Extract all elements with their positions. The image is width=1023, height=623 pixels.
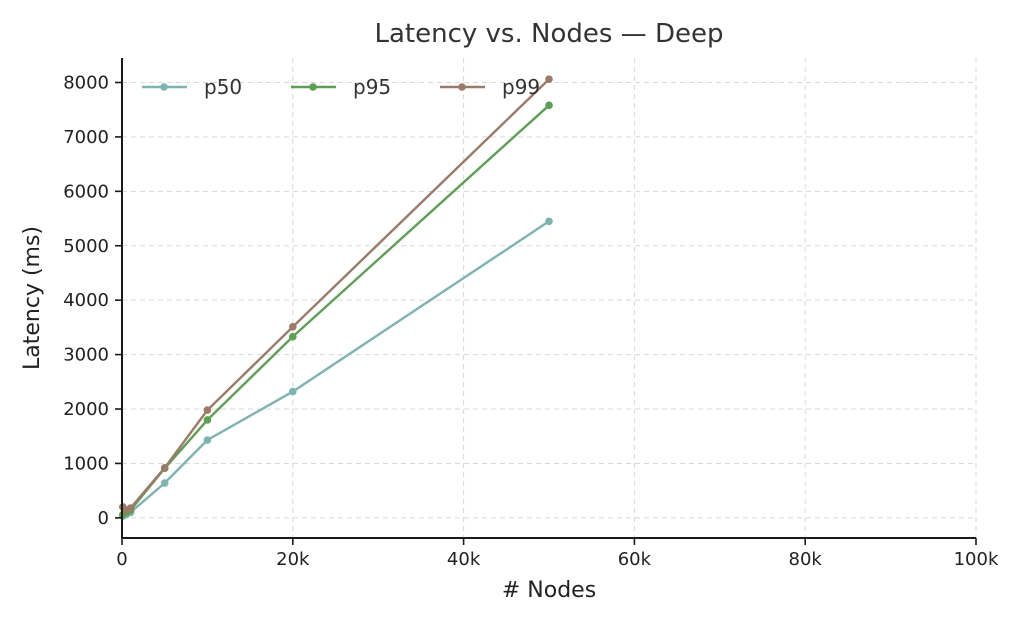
y-tick-label: 8000	[63, 72, 109, 93]
data-point-p99	[545, 75, 553, 84]
y-tick-label: 2000	[63, 399, 109, 420]
y-tick-label: 3000	[63, 345, 109, 366]
legend: p50 p95 p99	[142, 75, 540, 99]
x-tick-label: 80k	[789, 549, 823, 570]
legend-marker-p99	[458, 83, 466, 91]
data-point-p95	[203, 416, 212, 424]
data-point-p50	[160, 479, 169, 487]
axes-layer	[121, 58, 976, 539]
y-tick-label: 4000	[63, 290, 109, 311]
legend-label-p50: p50	[204, 75, 242, 99]
x-tick-label: 0	[116, 549, 127, 570]
x-tick-label: 60k	[618, 549, 652, 570]
x-tick-label: 20k	[276, 549, 310, 570]
legend-label-p99: p99	[502, 75, 540, 99]
x-axis-label: # Nodes	[502, 578, 596, 603]
data-point-p50	[545, 217, 553, 226]
data-point-p99	[289, 323, 297, 331]
y-tick-label: 5000	[63, 236, 109, 257]
data-point-p99	[126, 504, 135, 512]
grid-layer	[122, 58, 977, 538]
legend-label-p95: p95	[353, 75, 391, 99]
data-point-p95	[289, 332, 297, 341]
y-axis-label: Latency (ms)	[20, 226, 45, 370]
data-point-p99	[203, 406, 212, 414]
legend-marker-p95	[309, 83, 317, 91]
data-point-p95	[545, 101, 553, 110]
ticks-layer: 0 20k 40k 60k 80k 100k 0 1000 2000 3000 4000 5000 60…	[63, 72, 999, 570]
series-line-p50	[122, 220, 550, 518]
y-tick-label: 7000	[63, 127, 109, 148]
data-point-p50	[289, 387, 297, 396]
y-tick-label: 1000	[63, 453, 109, 474]
data-point-p99	[160, 463, 169, 472]
y-tick-label: 6000	[63, 181, 109, 202]
x-tick-label: 100k	[954, 549, 999, 570]
series-layer	[119, 75, 553, 521]
legend-marker-p50	[160, 83, 168, 91]
x-tick-label: 40k	[447, 549, 481, 570]
series-line-p95	[122, 104, 550, 516]
y-tick-label: 0	[98, 508, 109, 529]
series-line-p99	[122, 78, 550, 512]
chart-title: Latency vs. Nodes — Deep	[375, 19, 724, 49]
data-point-p50	[203, 436, 212, 444]
